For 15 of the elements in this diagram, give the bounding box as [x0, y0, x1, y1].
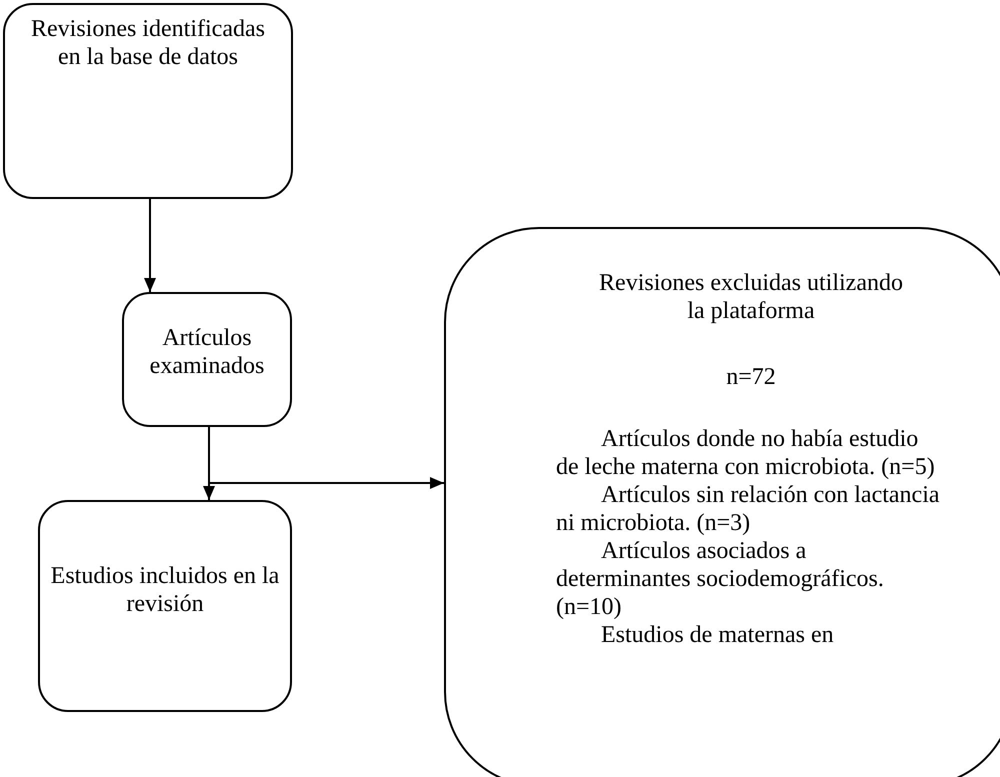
- process-box: [38, 500, 292, 712]
- process-box: [122, 292, 292, 427]
- box-text: Artículos examinados: [148, 324, 266, 380]
- arrow: [144, 199, 156, 292]
- process-box: [444, 227, 1000, 777]
- box-text: Estudios de maternas en: [600, 621, 835, 649]
- arrow: [208, 427, 444, 489]
- count-text: n=72: [725, 363, 777, 391]
- box-text: Artículos asociados a determinantes sociodemográficos. (n=10): [556, 537, 885, 621]
- box-text: Revisiones excluidas utilizando la plataforma: [598, 269, 904, 325]
- box-text: Artículos donde no había estudio de leche materna con microbiota. (n=5): [556, 425, 936, 481]
- box-text: Artículos sin relación con lactancia ni microbiota. (n=3): [556, 481, 941, 537]
- box-text: Revisiones identificadas en la base de datos: [30, 15, 266, 71]
- box-text: Estudios incluidos en la revisión: [50, 562, 280, 618]
- process-box: [3, 3, 293, 199]
